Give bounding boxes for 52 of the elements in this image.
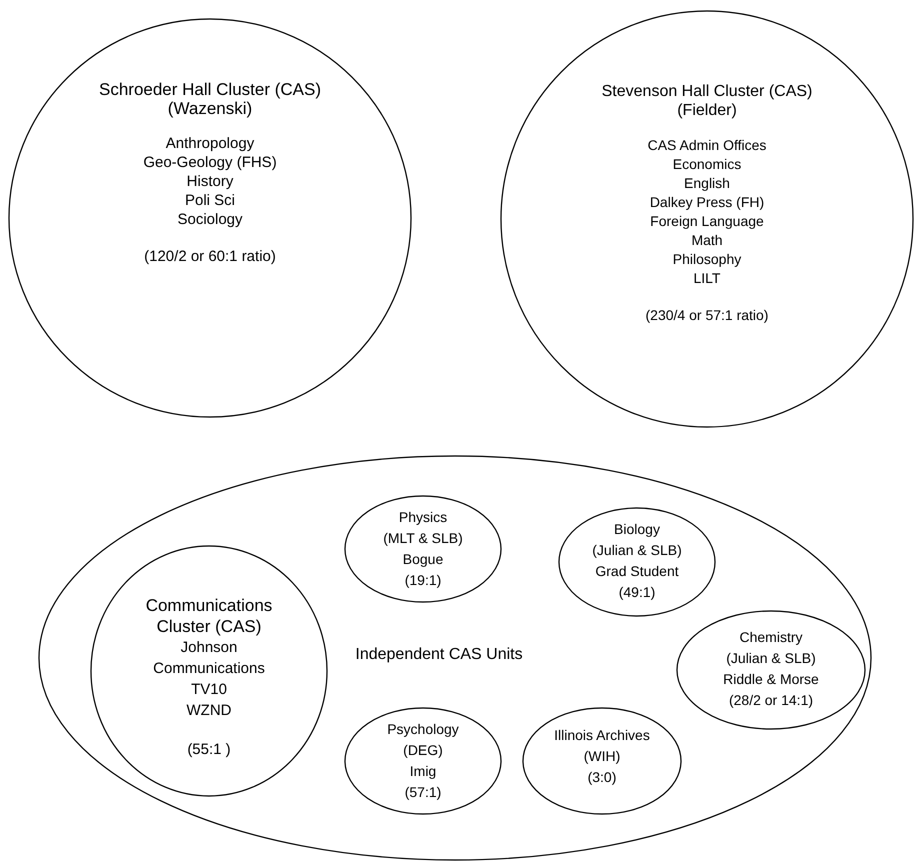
unit-heading: Psychology <box>386 720 460 739</box>
unit-detail: History <box>186 172 234 191</box>
unit-ellipse <box>344 495 502 603</box>
ratio-text: (230/4 or 57:1 ratio) <box>646 306 768 325</box>
unit-heading: Chemistry <box>738 628 804 647</box>
ratio-text: (55:1 ) <box>187 740 231 760</box>
unit-detail: Johnson <box>180 638 238 658</box>
unit-heading: Communications Cluster (CAS) <box>144 595 274 637</box>
unit-detail: English <box>684 174 730 193</box>
unit-detail: (57:1) <box>404 783 442 802</box>
unit-detail: WZND <box>186 701 232 721</box>
unit-ellipse <box>558 507 716 617</box>
unit-ellipse <box>522 707 682 815</box>
unit-detail: Economics <box>672 155 742 174</box>
unit-heading: Biology <box>613 520 661 539</box>
unit-detail: (49:1) <box>618 583 656 602</box>
cluster-ellipse <box>8 18 412 418</box>
unit-heading: Independent CAS Units <box>354 645 524 665</box>
unit-detail: Poli Sci <box>184 191 236 210</box>
unit-detail: Dalkey Press (FH) <box>650 193 764 212</box>
cluster-ellipse <box>38 455 872 861</box>
unit-detail: (WIH) <box>584 747 620 766</box>
unit-heading: Physics <box>398 508 448 527</box>
unit-detail: Communications <box>153 659 265 679</box>
unit-heading: Illinois Archives <box>553 726 651 745</box>
unit-detail: Imig <box>410 762 436 781</box>
unit-detail: (Julian & SLB) <box>726 649 816 668</box>
unit-detail: Foreign Language <box>650 212 764 231</box>
unit-detail: TV10 <box>191 680 227 700</box>
ratio-text: (120/2 or 60:1 ratio) <box>144 247 276 266</box>
unit-detail: (19:1) <box>404 571 442 590</box>
unit-detail: (28/2 or 14:1) <box>728 691 814 710</box>
unit-ellipse <box>676 610 866 730</box>
unit-heading: Stevenson Hall Cluster (CAS) (Fielder) <box>600 82 814 120</box>
unit-ellipse <box>344 707 502 815</box>
unit-detail: (Julian & SLB) <box>592 541 682 560</box>
unit-detail: Grad Student <box>595 562 679 581</box>
unit-heading: Schroeder Hall Cluster (CAS) (Wazenski) <box>98 80 322 118</box>
unit-detail: (DEG) <box>403 741 443 760</box>
unit-detail: LILT <box>694 269 720 288</box>
cluster-ellipse <box>500 10 914 428</box>
unit-detail: Geo-Geology (FHS) <box>143 153 277 172</box>
unit-detail: Sociology <box>177 210 243 229</box>
unit-detail: Riddle & Morse <box>723 670 819 689</box>
unit-detail: Philosophy <box>672 250 742 269</box>
unit-detail: CAS Admin Offices <box>648 136 766 155</box>
unit-detail: (3:0) <box>588 768 616 787</box>
unit-detail: Math <box>691 231 723 250</box>
unit-detail: (MLT & SLB) <box>383 529 463 548</box>
unit-detail: Bogue <box>402 550 444 569</box>
unit-ellipse <box>90 545 328 797</box>
unit-detail: Anthropology <box>166 134 254 153</box>
